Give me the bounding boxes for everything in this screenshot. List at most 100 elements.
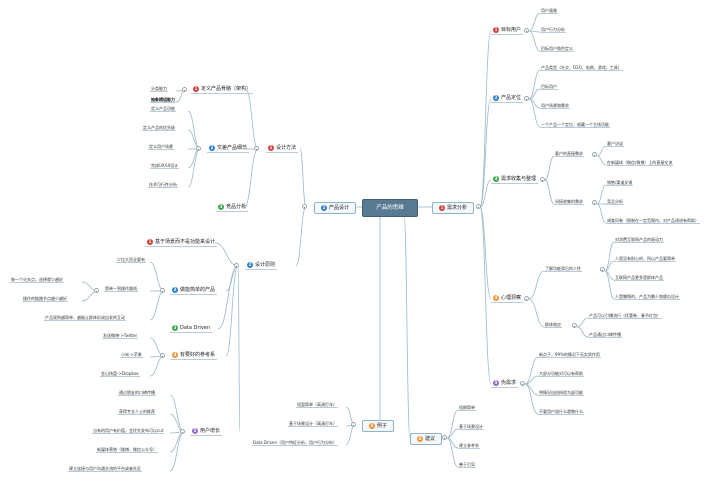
- topic-advice[interactable]: 4 建议: [410, 433, 443, 445]
- collapse-toggle-icon[interactable]: [234, 263, 239, 268]
- list-item: 小米->苹果: [120, 352, 143, 358]
- list-item: Data Driven（用户特征分析，用户行为分析）: [252, 440, 339, 446]
- topic-compete-analysis[interactable]: 3 竞品分析: [216, 203, 249, 212]
- list-item: 分类能力: [150, 86, 168, 92]
- list-item: 产品类型（社交、O2O、电商、游戏、工具）: [540, 65, 623, 71]
- connector-line: [596, 184, 607, 205]
- collapse-toggle-icon[interactable]: [476, 204, 481, 209]
- topic-need-collect[interactable]: 3 需求收集与整理: [491, 175, 539, 184]
- topic-simple-product[interactable]: 2 做能简单的产品: [170, 286, 218, 295]
- topic-define-skeleton[interactable]: 1 定义产品骨骼（架构）: [191, 85, 254, 94]
- topic-label: 交差产品细节: [217, 145, 248, 151]
- list-item: 每一个分叉点，选择就少越好: [10, 277, 64, 283]
- collapse-toggle-icon[interactable]: [600, 267, 605, 272]
- connector-line: [596, 155, 607, 166]
- collapse-toggle-icon[interactable]: [160, 288, 165, 293]
- list-item: 建立连接与用户沟通交流的平台或者社区: [68, 466, 142, 472]
- topic-deliver-detail[interactable]: 2 交差产品细节: [207, 144, 250, 153]
- topic-label: 目标用户: [501, 27, 522, 33]
- collapse-toggle-icon[interactable]: [182, 87, 187, 92]
- connector-line: [149, 290, 165, 321]
- topic-product-design[interactable]: 2 产品设计: [314, 202, 357, 214]
- topic-label: 基于场景而不是功能来设计: [155, 239, 216, 245]
- connector-line: [243, 148, 259, 209]
- list-item: 产品规则越简单，越能让群体形成自发的互动: [44, 315, 126, 321]
- list-item: 客户访谈: [606, 141, 624, 147]
- priority-1-icon: 1: [147, 239, 153, 245]
- collapse-toggle-icon[interactable]: [180, 429, 185, 434]
- list-item: 群体效应: [544, 322, 562, 328]
- topic-user-growth[interactable]: 5 用户增长: [190, 427, 223, 436]
- collapse-toggle-icon[interactable]: [302, 204, 307, 209]
- list-item: 间接收集的需求: [554, 199, 584, 205]
- connector-line: [596, 145, 607, 157]
- topic-need-analysis[interactable]: 1 需求分析: [432, 202, 475, 214]
- connector-line: [604, 260, 615, 272]
- collapse-toggle-icon[interactable]: [592, 152, 597, 157]
- list-item: 产品可以引爆流行（优惠券、春节红包）: [588, 313, 662, 319]
- collapse-toggle-icon[interactable]: [254, 146, 259, 151]
- list-item: 定义产品功能: [150, 106, 176, 112]
- collapse-toggle-icon[interactable]: [160, 353, 165, 358]
- connector-line: [596, 203, 607, 224]
- topic-target-user[interactable]: 1 目标用户: [491, 26, 524, 35]
- topic-label: 有要好的参考系: [180, 352, 216, 358]
- list-item: 短暂简单（高清打车）: [296, 402, 338, 408]
- priority-4-icon: 4: [417, 436, 423, 442]
- topic-reference[interactable]: 4 有要好的参考系: [170, 351, 218, 360]
- list-item: 建立参考系: [458, 443, 480, 449]
- topic-psych[interactable]: 4 心理洞察: [491, 294, 524, 303]
- collapse-toggle-icon[interactable]: [524, 296, 529, 301]
- connector-line: [237, 265, 241, 433]
- topic-example[interactable]: 4 例子: [362, 420, 395, 432]
- priority-3-icon: 3: [493, 176, 499, 182]
- connector-line: [169, 431, 185, 453]
- collapse-toggle-icon[interactable]: [94, 288, 99, 293]
- topic-label: 设计方法: [276, 145, 297, 151]
- list-item: 发送微博->Twitter: [102, 333, 139, 339]
- topic-data-driven[interactable]: 3 Data Driven: [170, 324, 213, 333]
- connector-line: [528, 88, 541, 100]
- topic-fake-need[interactable]: 5 伪需求: [491, 379, 519, 388]
- topic-scene-design[interactable]: 1 基于场景而不是功能来设计: [145, 238, 218, 247]
- collapse-toggle-icon[interactable]: [592, 200, 597, 205]
- connector-line: [544, 155, 555, 181]
- collapse-toggle-icon[interactable]: [520, 381, 525, 386]
- collapse-toggle-icon[interactable]: [351, 422, 356, 427]
- central-topic[interactable]: 产品的思维: [362, 199, 418, 217]
- connector-line: [544, 179, 555, 205]
- collapse-toggle-icon[interactable]: [524, 96, 529, 101]
- connector-line: [479, 206, 492, 300]
- list-item: 抽象模组能力: [150, 97, 176, 103]
- collapse-toggle-icon[interactable]: [572, 323, 577, 328]
- list-item: 简单一到操作路线: [104, 286, 138, 292]
- topic-label: 例子: [377, 423, 388, 429]
- list-item: 定义产品的优先级: [142, 125, 176, 131]
- priority-1-icon: 1: [493, 27, 499, 33]
- collapse-toggle-icon[interactable]: [540, 177, 545, 182]
- topic-label: 心理洞察: [501, 295, 522, 301]
- connector-line: [528, 270, 545, 300]
- collapse-toggle-icon[interactable]: [524, 28, 529, 33]
- topic-label: 建议: [425, 436, 436, 442]
- topic-label: 需求分析: [447, 205, 468, 211]
- connector-line: [169, 394, 185, 433]
- collapse-toggle-icon[interactable]: [196, 146, 201, 151]
- list-item: 一个产品一个定位，收藏一个主线功能: [540, 122, 610, 128]
- topic-label: 需求收集与整理: [501, 176, 537, 182]
- priority-2-icon: 2: [247, 262, 253, 268]
- collapse-toggle-icon[interactable]: [442, 435, 447, 440]
- topic-design-method[interactable]: 1 设计方法: [266, 144, 299, 153]
- connector-line: [225, 265, 239, 357]
- topic-design-principle[interactable]: 2 设计原则: [245, 261, 278, 270]
- priority-5-icon: 5: [192, 428, 198, 434]
- priority-1-icon: 1: [268, 145, 274, 151]
- priority-1-icon: 1: [193, 86, 199, 92]
- topic-product-position[interactable]: 2 产品定位: [491, 94, 524, 103]
- topic-label: 做能简单的产品: [180, 287, 216, 293]
- connector-line: [149, 355, 165, 377]
- topic-label: 设计原则: [255, 262, 276, 268]
- connector-line: [479, 98, 492, 208]
- connector-line: [187, 148, 201, 169]
- priority-2-icon: 2: [321, 205, 327, 211]
